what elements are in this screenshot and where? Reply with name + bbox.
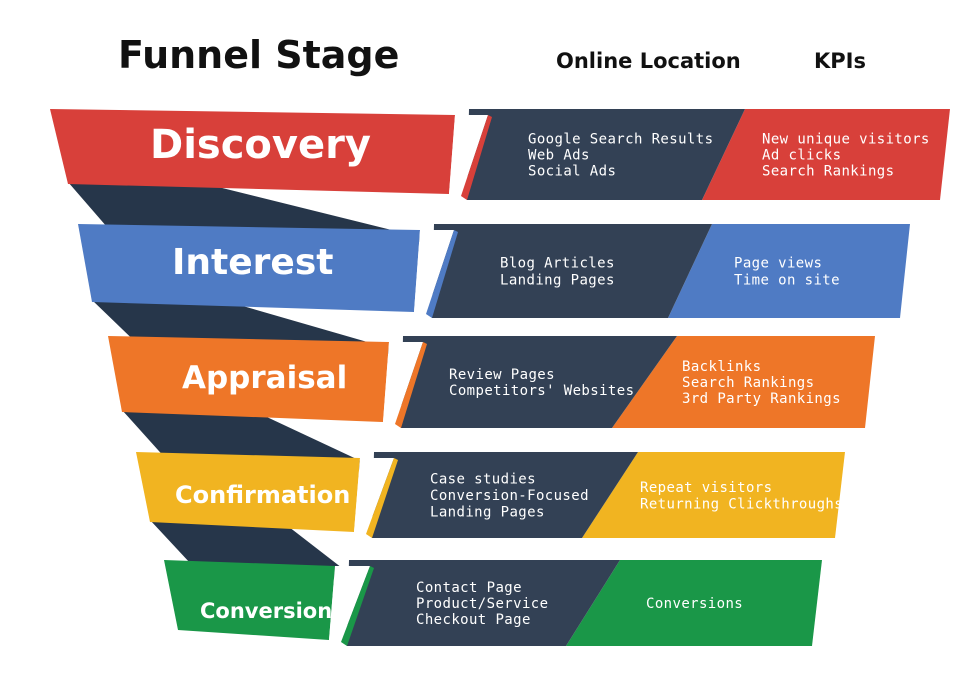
location-item: Landing Pages <box>430 505 545 521</box>
ribbon-fold-edge <box>461 115 492 200</box>
ribbon-fold-edge <box>366 458 398 538</box>
kpi-item: 3rd Party Rankings <box>682 391 841 407</box>
stage-ribbon <box>136 452 360 532</box>
kpi-item: Search Rankings <box>682 375 814 391</box>
location-item: Google Search Results <box>528 132 713 148</box>
location-panel <box>432 224 712 318</box>
funnel-stage-header: Funnel Stage <box>118 33 399 77</box>
location-item: Landing Pages <box>500 273 615 289</box>
kpi-item: Time on site <box>734 273 840 289</box>
kpis-header: KPIs <box>814 49 866 73</box>
location-item: Case studies <box>430 472 536 488</box>
ribbon-fold-edge <box>341 566 374 646</box>
stage-label: Conversion <box>200 599 332 623</box>
kpi-item: New unique visitors <box>762 132 930 148</box>
location-item: Competitors' Websites <box>449 383 634 399</box>
kpi-item: Ad clicks <box>762 148 841 164</box>
kpi-item: Conversions <box>646 596 743 612</box>
stage-label: Discovery <box>150 122 371 168</box>
ribbon-fold-edge <box>426 230 458 318</box>
location-item: Blog Articles <box>500 256 615 272</box>
location-item: Review Pages <box>449 367 555 383</box>
location-item: Conversion-Focused <box>430 488 589 504</box>
ribbon-fold <box>383 342 423 424</box>
stage-ribbon <box>164 560 335 640</box>
location-panel <box>372 452 638 538</box>
kpi-panel <box>612 336 875 428</box>
location-panel <box>347 560 620 646</box>
location-panel <box>401 336 677 428</box>
kpi-panel <box>702 109 950 200</box>
ribbon-fold-edge <box>395 342 427 428</box>
location-item: Product/Service <box>416 596 548 612</box>
kpi-panel <box>566 560 822 646</box>
kpi-item: Search Rankings <box>762 164 894 180</box>
stage-ribbon <box>108 336 389 422</box>
ribbon-fold <box>449 115 488 196</box>
kpi-item: Backlinks <box>682 359 761 375</box>
ribbon-fold <box>354 458 394 534</box>
stage-label: Confirmation <box>175 481 350 509</box>
funnel-row-conversion: Conversion Contact PageProduct/ServiceChe… <box>164 560 822 646</box>
stage-label: Appraisal <box>182 360 347 396</box>
ribbon-fold <box>414 230 454 314</box>
stage-ribbon <box>50 109 455 194</box>
location-item: Social Ads <box>528 164 616 180</box>
kpi-panel <box>668 224 910 318</box>
location-panel <box>467 109 745 200</box>
kpi-panel <box>582 452 845 538</box>
location-item: Contact Page <box>416 580 522 596</box>
online-location-header: Online Location <box>556 49 741 73</box>
location-item: Web Ads <box>528 148 590 164</box>
kpi-item: Returning Clickthroughs <box>640 496 843 512</box>
location-item: Checkout Page <box>416 612 531 628</box>
funnel-row-confirmation: Confirmation Case studiesConversion-Focus… <box>136 452 845 538</box>
stage-label: Interest <box>172 242 333 283</box>
stage-ribbon <box>78 224 420 312</box>
kpi-item: Repeat visitors <box>640 480 772 496</box>
ribbon-fold <box>329 566 370 642</box>
kpi-item: Page views <box>734 256 822 272</box>
